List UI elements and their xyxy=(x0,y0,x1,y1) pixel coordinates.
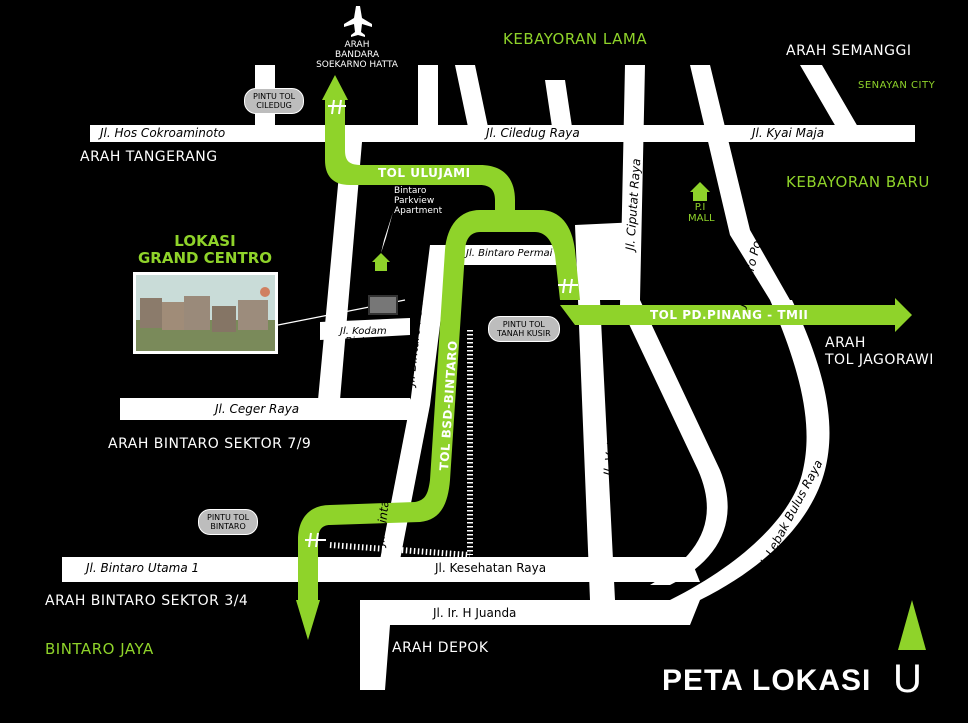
gate-ciledug-bubble: PINTU TOL CILEDUG xyxy=(244,88,305,115)
road-bintaro-permai-v xyxy=(410,245,450,405)
road-label-kesehatan-raya: Jl. Kesehatan Raya xyxy=(435,561,547,575)
gate-ciledug-line2: CILEDUG xyxy=(256,101,292,111)
dir-depok: ARAH DEPOK xyxy=(392,640,489,656)
gate-tanah-kusir-line2: TANAH KUSIR xyxy=(497,329,551,339)
landmark-pi-mall-line1: P.I xyxy=(694,202,706,213)
road-label-kodam-line2: Bintaro xyxy=(345,336,382,347)
road-kodam-bintaro xyxy=(320,318,410,340)
gate-ciledug-symbol xyxy=(328,99,346,115)
toll-arrow-airport xyxy=(322,75,348,100)
dir-bintaro-3-4: ARAH BINTARO SEKTOR 3/4 xyxy=(45,593,249,609)
gate-tanah-kusir-symbol xyxy=(558,278,578,294)
dir-semanggi: ARAH SEMANGGI xyxy=(786,43,912,59)
area-kebayoran-baru: KEBAYORAN BARU xyxy=(786,173,930,191)
north-letter: U xyxy=(893,657,923,701)
road-label-ciledug-raya: Jl. Ciledug Raya xyxy=(486,126,580,140)
gate-bintaro-line1: PINTU TOL xyxy=(207,513,250,522)
landmark-parkview: Bintaro Parkview Apartment xyxy=(394,186,443,217)
toll-arrow-south xyxy=(296,600,320,640)
toll-network xyxy=(296,75,912,640)
landmark-parkview-line1: Bintaro xyxy=(394,186,427,196)
landmark-parkview-line3: Apartment xyxy=(394,205,443,216)
dir-jagorawi-line2: TOL JAGORAWI xyxy=(825,352,934,368)
road-kesehatan-raya xyxy=(62,557,700,582)
toll-label-pd-pinang: TOL PD.PINANG - TMII xyxy=(650,308,809,322)
road-bintaro-permai-h xyxy=(430,245,575,265)
road-label-bintaro-utama-1: Jl. Bintaro Utama 1 xyxy=(86,561,200,575)
mall-icon xyxy=(690,182,710,201)
airport-label-line2: BANDARA xyxy=(334,49,380,60)
toll-pd-pinang xyxy=(560,298,912,332)
landmark-pi-mall-line2: MALL xyxy=(688,213,715,224)
dir-bintaro-7-9: ARAH BINTARO SEKTOR 7/9 xyxy=(108,436,312,452)
gate-bintaro-symbol xyxy=(305,532,326,548)
road-label-ir-h-juanda: Jl. Ir. H Juanda xyxy=(433,606,517,620)
road-lebak-bulus xyxy=(670,300,830,600)
toll-ulujami xyxy=(325,100,515,212)
area-kebayoran-lama: KEBAYORAN LAMA xyxy=(503,30,648,48)
dir-tangerang: ARAH TANGERANG xyxy=(80,149,218,165)
gate-tanah-kusir-bubble: PINTU TOL TANAH KUSIR xyxy=(488,316,560,343)
road-ir-h-juanda xyxy=(360,600,700,690)
house-icon xyxy=(372,212,393,271)
gate-bintaro-bubble: PINTU TOL BINTARO xyxy=(198,509,259,536)
road-top-v5 xyxy=(800,65,858,127)
building-icon xyxy=(368,295,398,315)
road-label-kodam-line1: Jl. Kodam xyxy=(340,326,387,337)
gate-tanah-kusir-line1: PINTU TOL xyxy=(502,320,545,329)
toll-gates xyxy=(305,99,578,548)
location-heading: LOKASI GRAND CENTRO xyxy=(130,232,280,268)
gate-bintaro-line2: BINTARO xyxy=(210,522,246,532)
gate-ciledug-line1: PINTU TOL xyxy=(253,92,296,101)
airport-label: ARAH BANDARA SOEKARNO HATTA xyxy=(312,40,402,71)
railway-track xyxy=(329,330,473,558)
map-title: PETA LOKASI xyxy=(662,664,872,697)
location-heading-line1: LOKASI xyxy=(174,232,236,250)
landmark-pi-mall: P.I MALL xyxy=(688,202,715,224)
road-label-ceger-raya: Jl. Ceger Raya xyxy=(215,402,300,416)
road-ceger-raya xyxy=(120,398,420,420)
dir-jagorawi-line1: ARAH xyxy=(825,335,866,351)
road-label-hos-cokroaminoto: Jl. Hos Cokroaminoto xyxy=(100,126,226,140)
road-top-v3 xyxy=(455,65,488,127)
landmark-parkview-line2: Parkview xyxy=(394,195,435,206)
road-top-v2 xyxy=(418,65,438,127)
location-photo xyxy=(133,272,406,354)
location-heading-line2: GRAND CENTRO xyxy=(137,249,273,268)
road-ciputat-lower xyxy=(650,470,728,585)
road-label-bintaro-permai-h: Jl. Bintaro Permai xyxy=(466,248,553,259)
road-metro-pondok-indah xyxy=(690,65,790,300)
airplane-icon xyxy=(344,6,372,37)
area-senayan-city: SENAYAN CITY xyxy=(858,80,936,91)
road-label-kyai-maja: Jl. Kyai Maja xyxy=(752,126,825,140)
airport-label-line1: ARAH xyxy=(344,40,370,50)
road-label-kodam-bintaro: Jl. Kodam Bintaro xyxy=(340,327,387,347)
road-top-v4 xyxy=(545,80,572,127)
area-bintaro-jaya: BINTARO JAYA xyxy=(45,640,154,658)
airport-label-line3: SOEKARNO HATTA xyxy=(316,59,398,70)
toll-bsd-bintaro xyxy=(298,210,580,600)
toll-label-ulujami: TOL ULUJAMI xyxy=(378,166,471,180)
north-arrow-icon xyxy=(898,600,926,650)
